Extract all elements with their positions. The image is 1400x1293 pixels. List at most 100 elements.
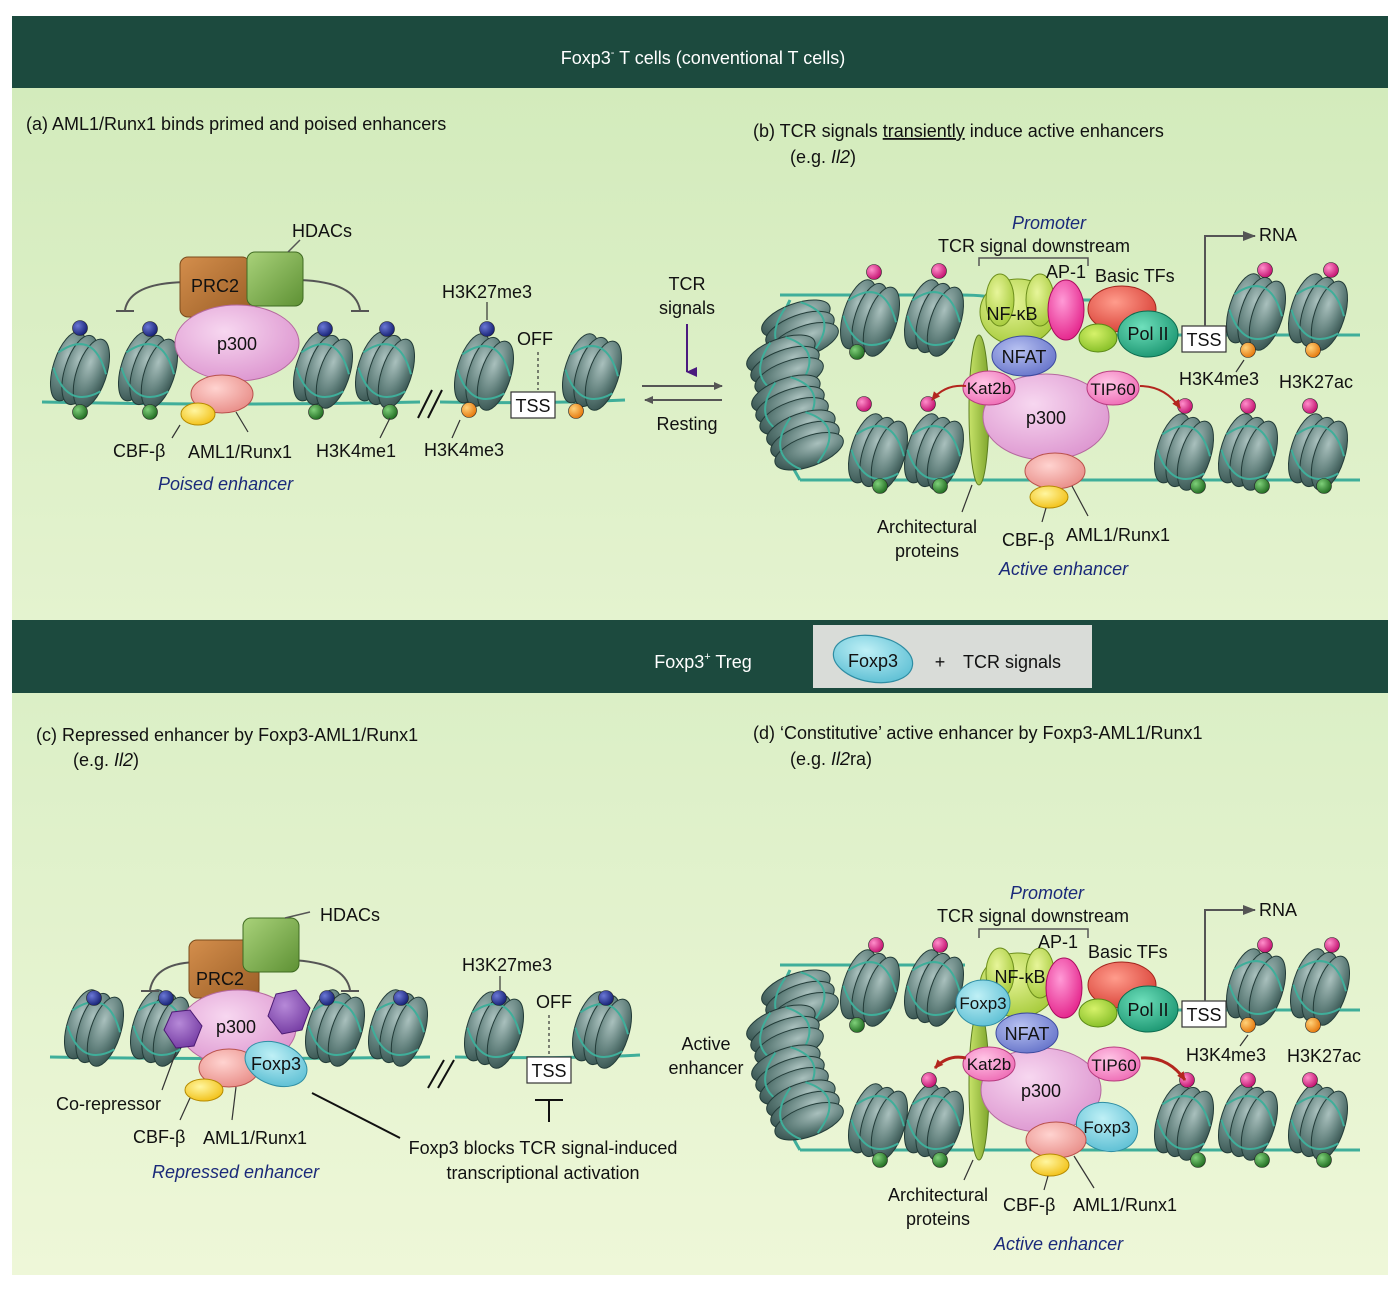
d-foxp3-top <box>955 979 1011 1027</box>
c-cbfb-label: CBF-β <box>133 1127 185 1147</box>
b-nfkb-label: NF-κB <box>987 304 1038 324</box>
b-methyl-mark <box>1254 478 1270 494</box>
b-kat2b-label: Kat2b <box>967 379 1011 398</box>
a-off-label: OFF <box>517 329 553 349</box>
c-block-pointer <box>311 1092 401 1139</box>
b-tcr-downstream-label: TCR signal downstream <box>938 236 1130 256</box>
d-rna-label: RNA <box>1259 900 1297 920</box>
b-nucleosome <box>1287 273 1349 351</box>
b-aml1-runx1 <box>1024 452 1086 490</box>
b-histone-mark <box>1240 342 1256 358</box>
b-nucleosome <box>1217 413 1279 491</box>
d-histone-mark <box>849 1017 865 1033</box>
d-acetyl-mark <box>1240 1072 1256 1088</box>
b-pol2 <box>1117 310 1179 358</box>
a-histone-mark <box>72 404 88 420</box>
a-poised-enhancer-label: Poised enhancer <box>158 474 294 494</box>
b-ap1 <box>1047 279 1085 341</box>
d-rna-arrow <box>1204 905 1256 1001</box>
panel-d: Active enhancer p300 Kat2b TIP60 NF-κB A… <box>668 883 1361 1254</box>
d-promoter-label: Promoter <box>1010 883 1085 903</box>
d-p300-label: p300 <box>1021 1081 1061 1101</box>
b-basic-tfs-label: Basic TFs <box>1095 266 1175 286</box>
a-histone-mark <box>379 321 395 337</box>
a-histone-mark <box>461 402 477 418</box>
c-histone-mark <box>86 990 102 1006</box>
b-h3k27ac-label: H3K27ac <box>1279 372 1353 392</box>
d-acetyl-mark <box>1302 1072 1318 1088</box>
d-histone-mark <box>1305 1017 1321 1033</box>
b-nucleosome <box>1287 413 1349 491</box>
tcr-resting-arrows: TCR signals Resting <box>642 274 723 434</box>
a-cbfb-label: CBF-β <box>113 441 165 461</box>
c-break-mark <box>427 1059 455 1089</box>
d-nucleosome <box>1153 1083 1215 1161</box>
a-histone-mark <box>308 404 324 420</box>
d-cbfb <box>1030 1153 1070 1177</box>
b-histone-mark <box>849 344 865 360</box>
d-aml1-label: AML1/Runx1 <box>1073 1195 1177 1215</box>
a-h3k4me3-label: H3K4me3 <box>424 440 504 460</box>
a-histone-mark <box>72 320 88 336</box>
d-nucleosome <box>1217 1083 1279 1161</box>
c-foxp3 <box>244 1040 308 1088</box>
d-basic-tfs-label: Basic TFs <box>1088 942 1168 962</box>
d-methyl-mark <box>1316 1152 1332 1168</box>
d-methyl-mark <box>932 1152 948 1168</box>
b-cbfb-label: CBF-β <box>1002 530 1054 550</box>
b-acetyl-mark <box>856 396 872 412</box>
b-rna-arrow <box>1204 231 1256 326</box>
c-repressed-enhancer-label: Repressed enhancer <box>152 1162 320 1182</box>
d-architectural-label-1: Architectural <box>888 1185 988 1205</box>
a-nucleosome <box>354 331 416 409</box>
d-loop-nucleosome <box>766 1079 844 1141</box>
d-foxp3-top-label: Foxp3 <box>959 994 1006 1013</box>
bottom-banner <box>12 620 1388 693</box>
a-inhibit-left <box>124 281 191 311</box>
b-aml1-label: AML1/Runx1 <box>1066 525 1170 545</box>
b-nfat <box>991 335 1057 377</box>
c-block-text-2: transcriptional activation <box>446 1163 639 1183</box>
b-tss-box <box>1181 325 1227 353</box>
b-acetyl-mark <box>931 263 947 279</box>
a-tss-box <box>510 391 556 419</box>
c-tss-label: TSS <box>531 1061 566 1081</box>
a-nucleosome <box>561 333 623 411</box>
b-architectural-label-1: Architectural <box>877 517 977 537</box>
d-kat2b-label: Kat2b <box>967 1055 1011 1074</box>
d-methyl-mark <box>1190 1152 1206 1168</box>
banner-tcr-signals: TCR signals <box>963 652 1061 672</box>
b-acetyl-mark <box>1302 398 1318 414</box>
b-acetyl-mark <box>1240 398 1256 414</box>
panel-a-title: (a) AML1/Runx1 binds primed and poised e… <box>26 114 446 134</box>
d-histone-mark <box>1240 1017 1256 1033</box>
d-active-label-1: Active <box>681 1034 730 1054</box>
d-tcr-downstream-label: TCR signal downstream <box>937 906 1129 926</box>
b-p300-label: p300 <box>1026 408 1066 428</box>
c-histone-mark <box>319 990 335 1006</box>
d-nucleosome <box>1287 1083 1349 1161</box>
c-histone-mark <box>393 990 409 1006</box>
panel-c: PRC2 HDACs p300 Foxp3 Co-repressor CBF-β… <box>49 905 677 1183</box>
b-nfat-label: NFAT <box>1002 347 1047 367</box>
c-foxp3-label: Foxp3 <box>251 1054 301 1074</box>
b-methyl-mark <box>932 478 948 494</box>
b-acetyl-mark <box>866 264 882 280</box>
b-kat2b <box>962 370 1016 406</box>
d-kat2b <box>962 1046 1016 1082</box>
b-promoter-label: Promoter <box>1012 213 1087 233</box>
d-tss-label: TSS <box>1186 1005 1221 1025</box>
d-acetyl-mark <box>1324 937 1340 953</box>
a-prc2-label: PRC2 <box>191 276 239 296</box>
b-pol2-label: Pol II <box>1127 324 1168 344</box>
a-p300-label: p300 <box>217 334 257 354</box>
d-tip60 <box>1087 1046 1141 1082</box>
d-foxp3-bottom-label: Foxp3 <box>1083 1118 1130 1137</box>
c-h3k27me3-label: H3K27me3 <box>462 955 552 975</box>
d-tip60-label: TIP60 <box>1091 1056 1136 1075</box>
d-nucleosome <box>847 1083 909 1161</box>
c-nucleosome <box>304 989 366 1067</box>
panel-a: PRC2 HDACs p300 CBF-β AML1/Runx1 H3K4me1… <box>41 221 626 494</box>
c-histone-mark <box>598 990 614 1006</box>
